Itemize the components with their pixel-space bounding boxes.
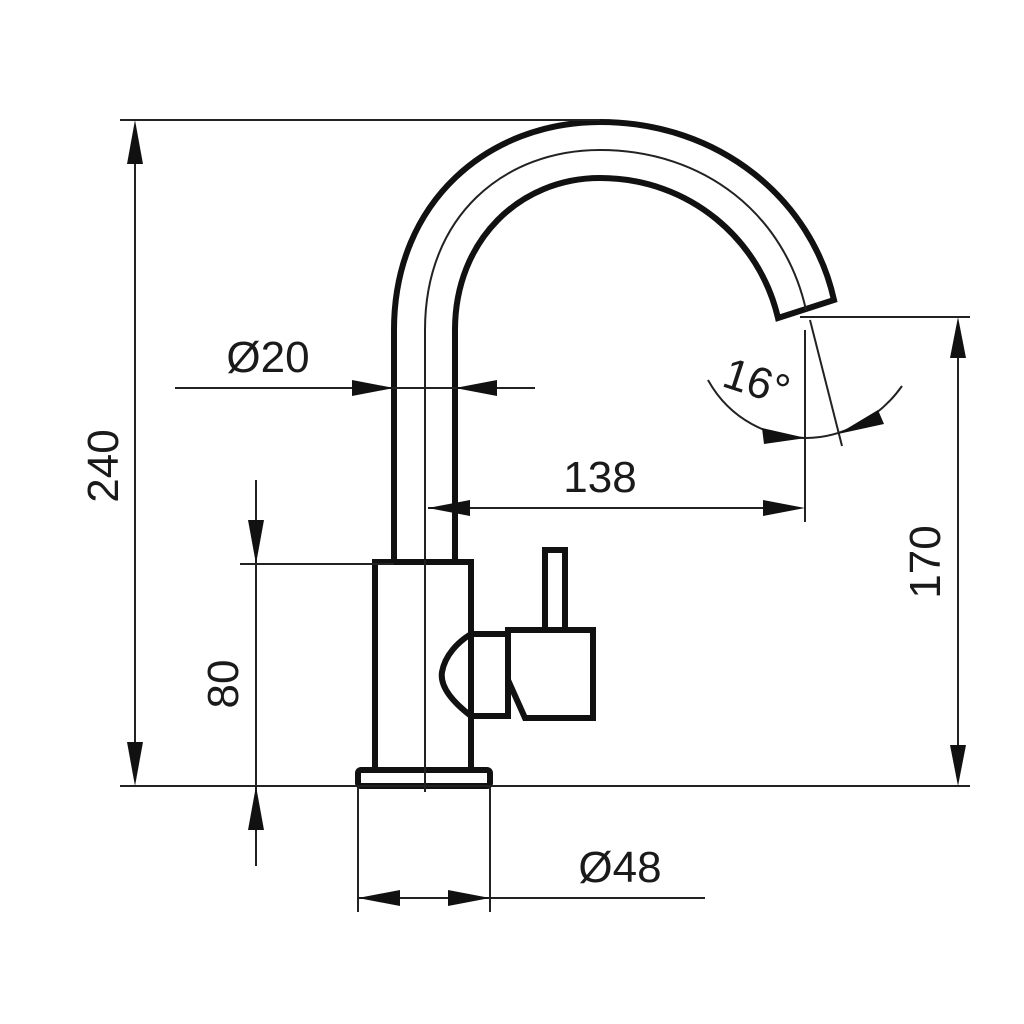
body-height-label: 80 [199,660,248,709]
dimension-spout-height: 170 [800,316,970,786]
dimension-total-height: 240 [79,119,970,787]
handle-lever [542,547,568,633]
pipe-diameter-label: Ø20 [226,333,309,382]
dimension-body-height: 80 [199,480,394,866]
dimension-base-diameter: Ø48 [357,786,705,912]
total-height-label: 240 [79,429,128,502]
base-diameter-label: Ø48 [578,843,661,892]
dimension-spout-reach: 138 [428,330,806,522]
handle-block [505,627,596,721]
spout-height-label: 170 [901,525,950,598]
handle-hub [438,631,511,719]
spout-angle-label: 16° [717,349,795,416]
faucet-body [372,559,474,773]
dimension-pipe-diameter: Ø20 [175,333,535,396]
spout-centerline [424,148,807,562]
spout-outer [391,118,838,562]
spout-reach-label: 138 [563,453,636,502]
